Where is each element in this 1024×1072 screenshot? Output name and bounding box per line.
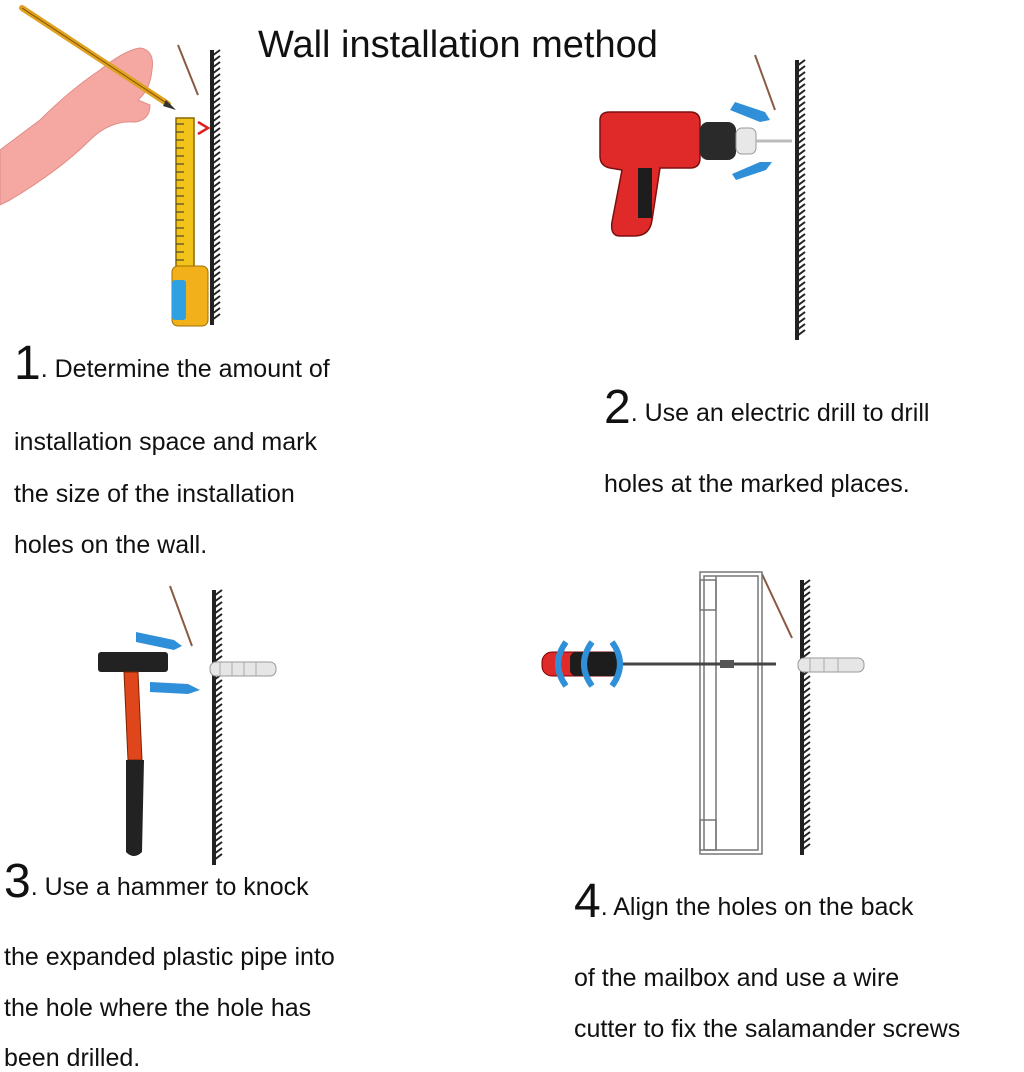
wall-icon xyxy=(212,589,223,865)
wall-icon xyxy=(210,49,221,325)
wall-anchor-icon xyxy=(209,661,277,677)
step-3-illustration xyxy=(90,580,290,870)
step-3-line-4: been drilled. xyxy=(4,1044,141,1072)
step-1-line-1: Determine the amount of xyxy=(54,355,330,383)
wall-icon xyxy=(795,59,806,340)
step-3-line-1: Use a hammer to knock xyxy=(44,873,309,901)
step-1-illustration xyxy=(0,0,240,340)
tape-measure-icon xyxy=(171,117,211,327)
step-4-number: 4 xyxy=(574,875,601,928)
step-2-heading: 2. Use an electric drill to drill xyxy=(604,381,930,434)
step-2-line-2: holes at the marked places. xyxy=(604,470,910,498)
arrow-icon xyxy=(555,640,623,688)
step-2-illustration xyxy=(560,40,830,350)
step-4-line-3: cutter to fix the salamander screws xyxy=(574,1015,961,1043)
wall-anchor-icon xyxy=(797,657,865,673)
mailbox-outline-icon xyxy=(699,571,763,855)
step-2-line-1: Use an electric drill to drill xyxy=(644,399,930,427)
hand-pencil-icon xyxy=(0,5,176,206)
step-3-line-2: the expanded plastic pipe into xyxy=(4,943,335,971)
step-4-line-2: of the mailbox and use a wire xyxy=(574,964,900,992)
step-1-line-3: the size of the installation xyxy=(14,480,295,508)
step-1-number: 1 xyxy=(14,337,41,390)
step-1-line-4: holes on the wall. xyxy=(14,531,208,559)
step-4-line-1: Align the holes on the back xyxy=(613,893,914,921)
step-2-number: 2 xyxy=(604,381,631,434)
electric-drill-icon xyxy=(599,111,792,237)
wall-icon xyxy=(800,579,811,855)
screwdriver-icon xyxy=(541,651,776,677)
step-3-line-3: the hole where the hole has xyxy=(4,994,312,1022)
arrow-icon xyxy=(730,102,772,180)
step-3-number: 3 xyxy=(4,855,31,908)
step-4-illustration xyxy=(530,560,870,870)
arrow-icon xyxy=(136,632,200,694)
step-4-heading: 4. Align the holes on the back xyxy=(574,875,914,928)
step-1-line-2: installation space and mark xyxy=(14,428,317,456)
step-3-heading: 3. Use a hammer to knock xyxy=(4,855,309,908)
hammer-icon xyxy=(98,652,168,856)
step-1-heading: 1. Determine the amount of xyxy=(14,337,330,390)
page-title: Wall installation method xyxy=(258,24,658,66)
